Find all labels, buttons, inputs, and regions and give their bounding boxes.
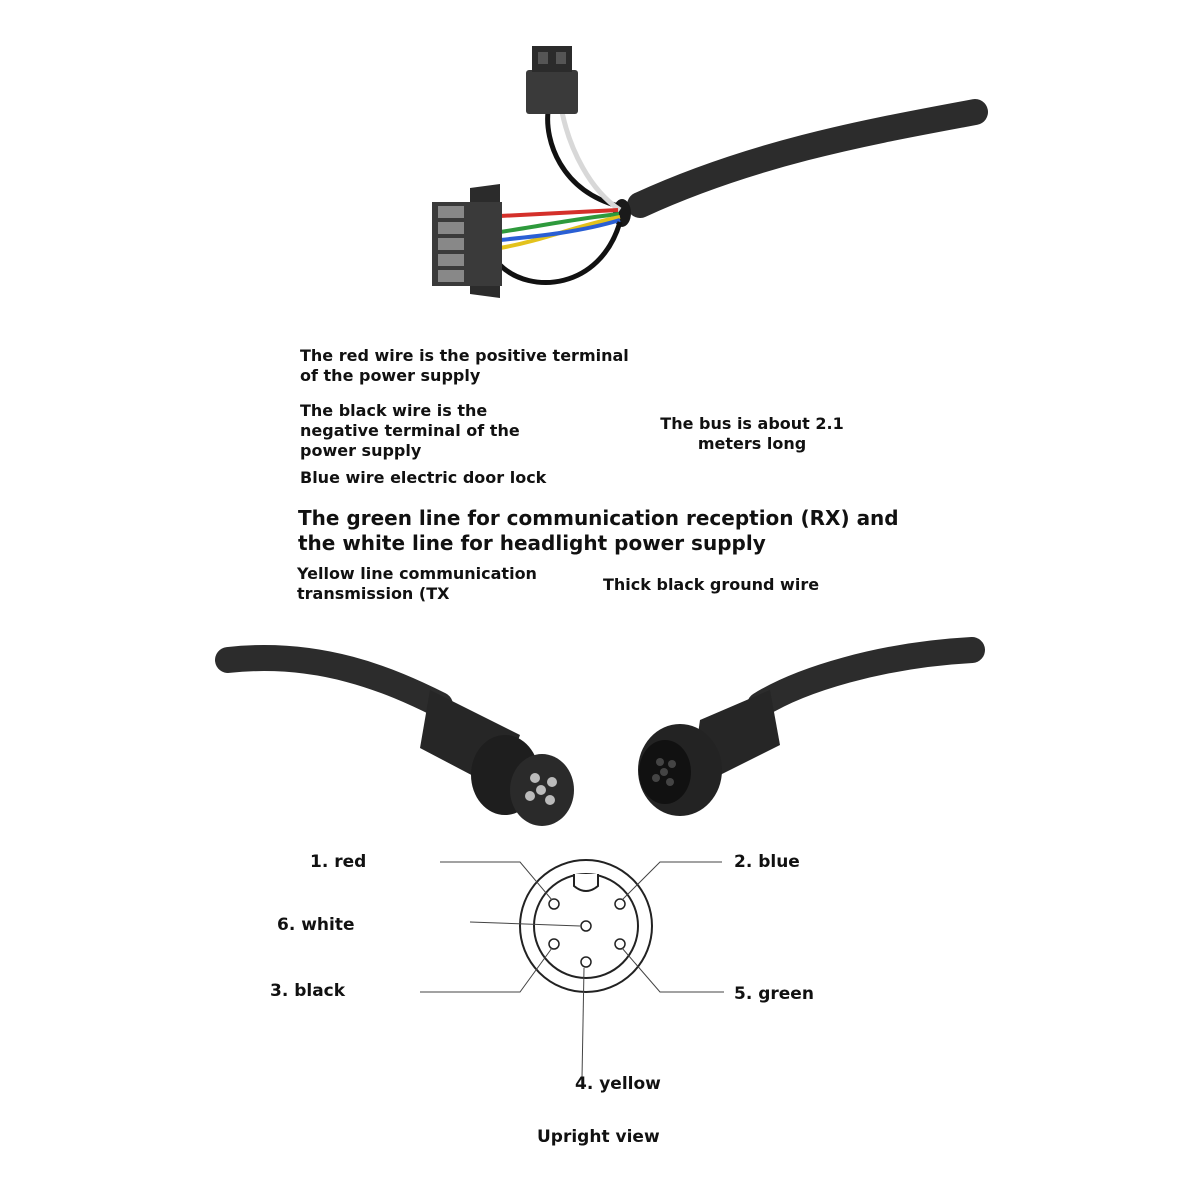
pin-2-hole: [614, 898, 626, 910]
pin-3-hole: [548, 938, 560, 950]
red-wire-annotation: The red wire is the positive terminal of…: [300, 346, 629, 385]
connector-outer-ring: [519, 859, 653, 993]
connector-inner-ring: [533, 873, 639, 979]
yellow-line-annotation: Yellow line communication transmission (…: [297, 564, 537, 603]
wire-black-top: [545, 111, 619, 209]
leader-pin-2: [621, 861, 722, 901]
wire-blue: [499, 218, 621, 242]
pin-1-hole: [548, 898, 560, 910]
ground-wire-annotation: Thick black ground wire: [603, 575, 820, 594]
pin-6-hole: [580, 920, 592, 932]
pin-1-label: 1. red: [310, 852, 367, 872]
leader-pin-4: [581, 967, 585, 1079]
pinout-caption: Upright view: [537, 1127, 660, 1147]
left-cable: [215, 645, 453, 718]
female-connector: [638, 690, 780, 816]
two-pin-connector: [526, 70, 578, 114]
pin-3-label: 3. black: [270, 981, 346, 1001]
wire-black-loop: [498, 221, 623, 285]
key-notch: [573, 874, 599, 892]
cable-connector-photo: [432, 46, 988, 298]
wire-green: [499, 212, 620, 234]
pin-4-label: 4. yellow: [575, 1074, 661, 1094]
leader-pin-5: [621, 947, 724, 993]
wire-red: [499, 208, 619, 218]
leader-pin-6: [469, 921, 581, 927]
male-connector: [420, 690, 574, 826]
pin-5-label: 5. green: [734, 984, 814, 1004]
right-cable: [747, 637, 985, 718]
pin-6-label: 6. white: [277, 915, 355, 935]
pin-5-hole: [614, 938, 626, 950]
blue-wire-annotation: Blue wire electric door lock: [300, 468, 547, 487]
leader-pin-3: [420, 947, 553, 993]
pin-2-label: 2. blue: [734, 852, 800, 872]
pin-4-hole: [580, 956, 592, 968]
green-white-annotation: The green line for communication recepti…: [298, 506, 899, 555]
main-cable: [627, 99, 988, 218]
black-wire-annotation: The black wire is the negative terminal …: [300, 401, 520, 460]
leader-pin-1: [440, 861, 553, 901]
wire-white-top: [559, 111, 622, 213]
bus-length-annotation: The bus is about 2.1 meters long: [660, 414, 844, 453]
